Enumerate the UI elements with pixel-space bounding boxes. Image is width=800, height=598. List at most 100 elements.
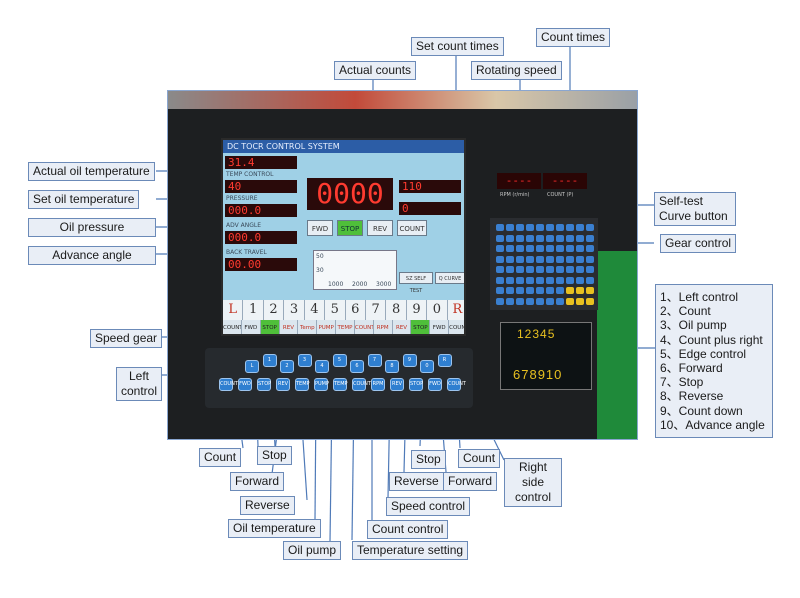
gear-key[interactable]: 9 bbox=[406, 300, 428, 320]
gear-control-key[interactable] bbox=[496, 297, 504, 305]
func-key[interactable]: COUNT bbox=[449, 320, 464, 334]
gear-control-key[interactable] bbox=[556, 276, 564, 284]
gear-control-key[interactable] bbox=[526, 266, 534, 273]
function-button[interactable]: PUMP bbox=[314, 378, 329, 391]
gear-control-key[interactable] bbox=[536, 224, 544, 231]
gear-control-key[interactable] bbox=[546, 255, 554, 263]
gear-control-key[interactable] bbox=[496, 224, 504, 231]
gear-control-key[interactable] bbox=[526, 276, 534, 284]
func-key[interactable]: STOP bbox=[260, 320, 280, 334]
gear-control-key[interactable] bbox=[566, 245, 574, 252]
gear-control-key[interactable] bbox=[516, 245, 524, 252]
gear-control-key[interactable] bbox=[586, 276, 594, 284]
gear-key[interactable]: 8 bbox=[386, 300, 407, 320]
gear-control-key[interactable] bbox=[516, 266, 524, 273]
func-key[interactable]: FWD bbox=[241, 320, 261, 334]
func-key[interactable]: STOP bbox=[411, 320, 431, 334]
speed-gear-button[interactable]: 5 bbox=[332, 354, 347, 367]
gear-control-key[interactable] bbox=[556, 255, 564, 263]
gear-control-key[interactable] bbox=[506, 266, 514, 273]
gear-control-key[interactable] bbox=[506, 245, 514, 252]
gear-control-key[interactable] bbox=[496, 287, 504, 294]
gear-control-key[interactable] bbox=[506, 297, 514, 305]
gear-control-key[interactable] bbox=[506, 224, 514, 231]
function-button[interactable]: STOP bbox=[257, 378, 271, 391]
gear-key[interactable]: 2 bbox=[263, 300, 285, 320]
func-key[interactable]: COUNT bbox=[223, 320, 242, 334]
gear-control-key[interactable] bbox=[536, 276, 544, 284]
function-button[interactable]: COUNT bbox=[352, 378, 371, 391]
gear-control-key[interactable] bbox=[576, 297, 584, 305]
gear-control-key[interactable] bbox=[526, 224, 534, 231]
gear-control-key[interactable] bbox=[576, 255, 584, 263]
gear-control-key[interactable] bbox=[526, 287, 534, 294]
speed-gear-button[interactable]: 9 bbox=[402, 354, 417, 367]
gear-key[interactable]: 3 bbox=[284, 300, 305, 320]
func-key[interactable]: REV bbox=[279, 320, 299, 334]
gear-control-key[interactable] bbox=[506, 276, 514, 284]
gear-control-key[interactable] bbox=[576, 287, 584, 294]
gear-control-key[interactable] bbox=[576, 266, 584, 273]
gear-control-key[interactable] bbox=[576, 245, 584, 252]
gear-key[interactable]: 0 bbox=[427, 300, 448, 320]
gear-control-key[interactable] bbox=[586, 255, 594, 263]
speed-gear-button[interactable]: 7 bbox=[367, 354, 382, 367]
screen-count-button[interactable]: COUNT bbox=[397, 220, 427, 236]
gear-control-key[interactable] bbox=[536, 297, 544, 305]
gear-control-key[interactable] bbox=[546, 224, 554, 231]
gear-control-key[interactable] bbox=[556, 297, 564, 305]
gear-control-key[interactable] bbox=[536, 234, 544, 242]
gear-control-key[interactable] bbox=[496, 245, 504, 252]
gear-control-key[interactable] bbox=[506, 287, 514, 294]
self-test-button[interactable]: SZ SELF TEST bbox=[399, 272, 433, 294]
gear-control-key[interactable] bbox=[516, 287, 524, 294]
gear-control-key[interactable] bbox=[496, 266, 504, 273]
gear-control-key[interactable] bbox=[546, 266, 554, 273]
gear-control-key[interactable] bbox=[526, 245, 534, 252]
speed-gear-button[interactable]: 8 bbox=[385, 360, 399, 373]
gear-control-key[interactable] bbox=[496, 276, 504, 284]
speed-gear-button[interactable]: 3 bbox=[297, 354, 312, 367]
gear-control-key[interactable] bbox=[556, 266, 564, 273]
gear-control-key[interactable] bbox=[526, 297, 534, 305]
speed-gear-button[interactable]: 6 bbox=[350, 360, 364, 373]
func-key[interactable]: REV bbox=[392, 320, 412, 334]
gear-control-key[interactable] bbox=[566, 224, 574, 231]
speed-gear-button[interactable]: 0 bbox=[420, 360, 434, 373]
gear-control-key[interactable] bbox=[516, 255, 524, 263]
gear-control-key[interactable] bbox=[516, 297, 524, 305]
gear-control-key[interactable] bbox=[526, 234, 534, 242]
gear-control-key[interactable] bbox=[536, 266, 544, 273]
screen-fwd-button[interactable]: FWD bbox=[307, 220, 333, 236]
curve-button[interactable]: Q CURVE bbox=[435, 272, 464, 284]
gear-key[interactable]: 6 bbox=[345, 300, 366, 320]
func-key[interactable]: RPM CONTROL bbox=[373, 320, 393, 334]
gear-control-key[interactable] bbox=[586, 245, 594, 252]
func-key[interactable]: FWD bbox=[430, 320, 450, 334]
function-button[interactable]: REV bbox=[276, 378, 290, 391]
gear-key[interactable]: 1 bbox=[243, 300, 264, 320]
func-key[interactable]: Temp bbox=[298, 320, 318, 334]
function-button[interactable]: FWD bbox=[428, 378, 442, 391]
gear-control-key[interactable] bbox=[526, 255, 534, 263]
gear-control-key[interactable] bbox=[576, 276, 584, 284]
gear-control-key[interactable] bbox=[496, 234, 504, 242]
gear-control-key[interactable] bbox=[546, 287, 554, 294]
gear-control-key[interactable] bbox=[556, 245, 564, 252]
function-button[interactable]: RPM bbox=[371, 378, 385, 391]
function-button[interactable]: COUNT bbox=[219, 378, 238, 391]
gear-control-key[interactable] bbox=[516, 276, 524, 284]
speed-gear-button[interactable]: 1 bbox=[262, 354, 277, 367]
gear-control-key[interactable] bbox=[556, 287, 564, 294]
gear-control-key[interactable] bbox=[546, 297, 554, 305]
set-temp-field[interactable]: 40 bbox=[225, 180, 297, 193]
func-key[interactable]: COUNT CONTROL bbox=[354, 320, 374, 334]
gear-control-key[interactable] bbox=[576, 224, 584, 231]
gear-control-key[interactable] bbox=[506, 234, 514, 242]
gear-control-key[interactable] bbox=[516, 234, 524, 242]
gear-control-key[interactable] bbox=[576, 234, 584, 242]
function-button[interactable]: REV bbox=[390, 378, 404, 391]
function-button[interactable]: FWD bbox=[238, 378, 252, 391]
gear-key[interactable]: R bbox=[447, 300, 464, 320]
speed-gear-button[interactable]: R bbox=[437, 354, 452, 367]
